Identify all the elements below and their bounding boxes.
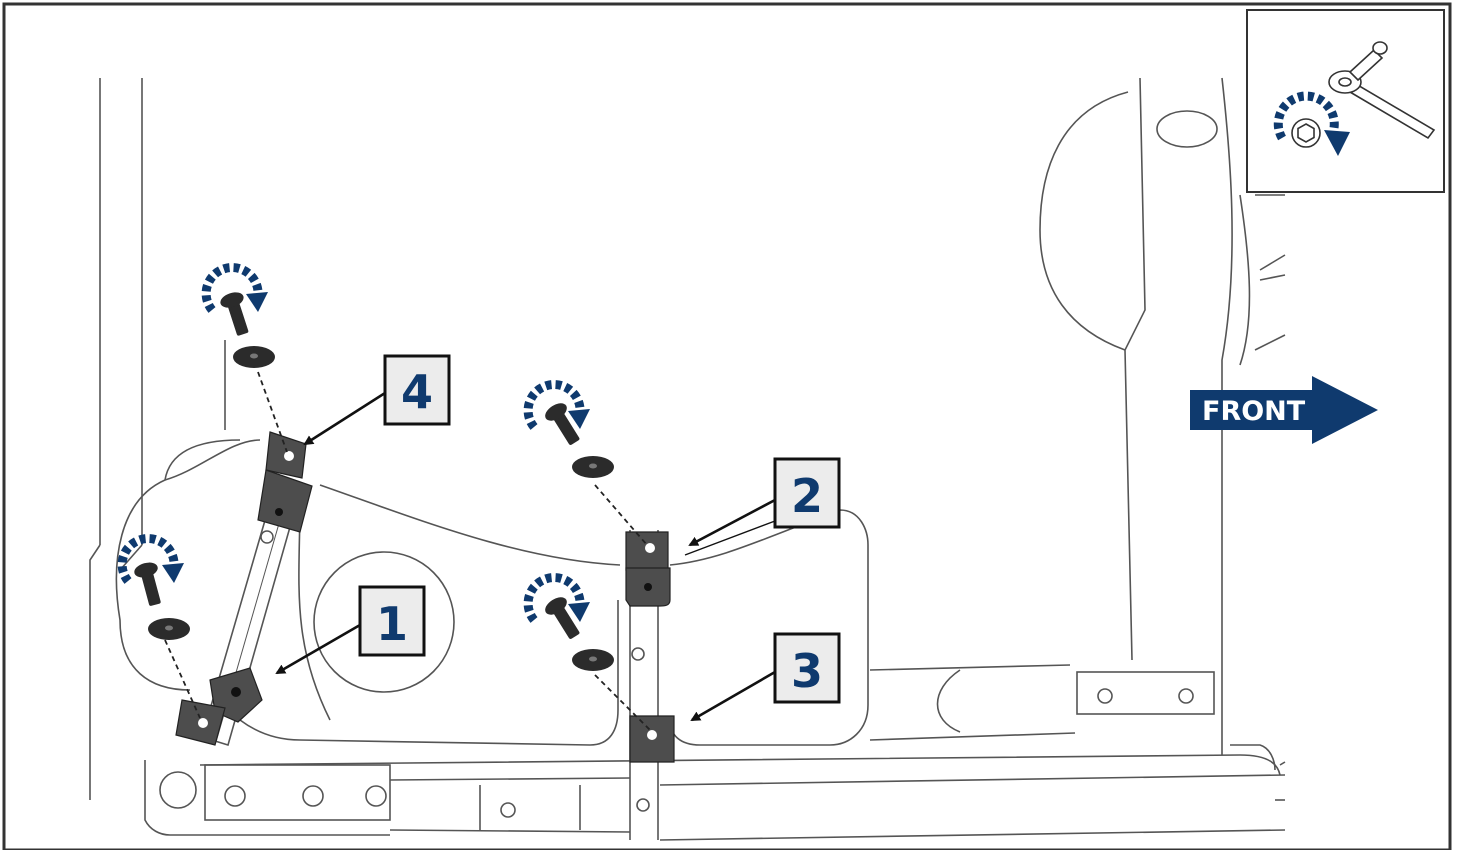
- washer-icon: [233, 346, 275, 368]
- tool-inset: [1246, 9, 1445, 193]
- upper-clip: [257, 431, 313, 533]
- lower-clip: [175, 667, 263, 746]
- callout-1-label: 1: [376, 597, 408, 651]
- washer-icon: [572, 456, 614, 478]
- callout-3: 3: [773, 632, 841, 704]
- callout-2-label: 2: [791, 469, 823, 523]
- callout-4-label: 4: [401, 365, 433, 419]
- ratchet-wrench-icon: [1328, 41, 1436, 140]
- washer-icon: [572, 649, 614, 671]
- front-label: FRONT: [1202, 396, 1306, 427]
- callout-3-label: 3: [791, 644, 823, 698]
- hex-socket-icon: [1291, 118, 1321, 148]
- callout-1: 1: [358, 585, 426, 657]
- callout-2: 2: [773, 457, 841, 529]
- tighten-arrow-icon: [1273, 91, 1350, 156]
- leader-arrows: [275, 391, 776, 722]
- callout-4: 4: [383, 354, 451, 426]
- right-lower-clip: [629, 715, 675, 763]
- bolt-icon: [132, 560, 167, 608]
- right-upper-clip: [625, 531, 671, 607]
- washer-icon: [148, 618, 190, 640]
- front-direction-arrow: FRONT: [1190, 376, 1378, 444]
- alignment-lines: [164, 371, 651, 731]
